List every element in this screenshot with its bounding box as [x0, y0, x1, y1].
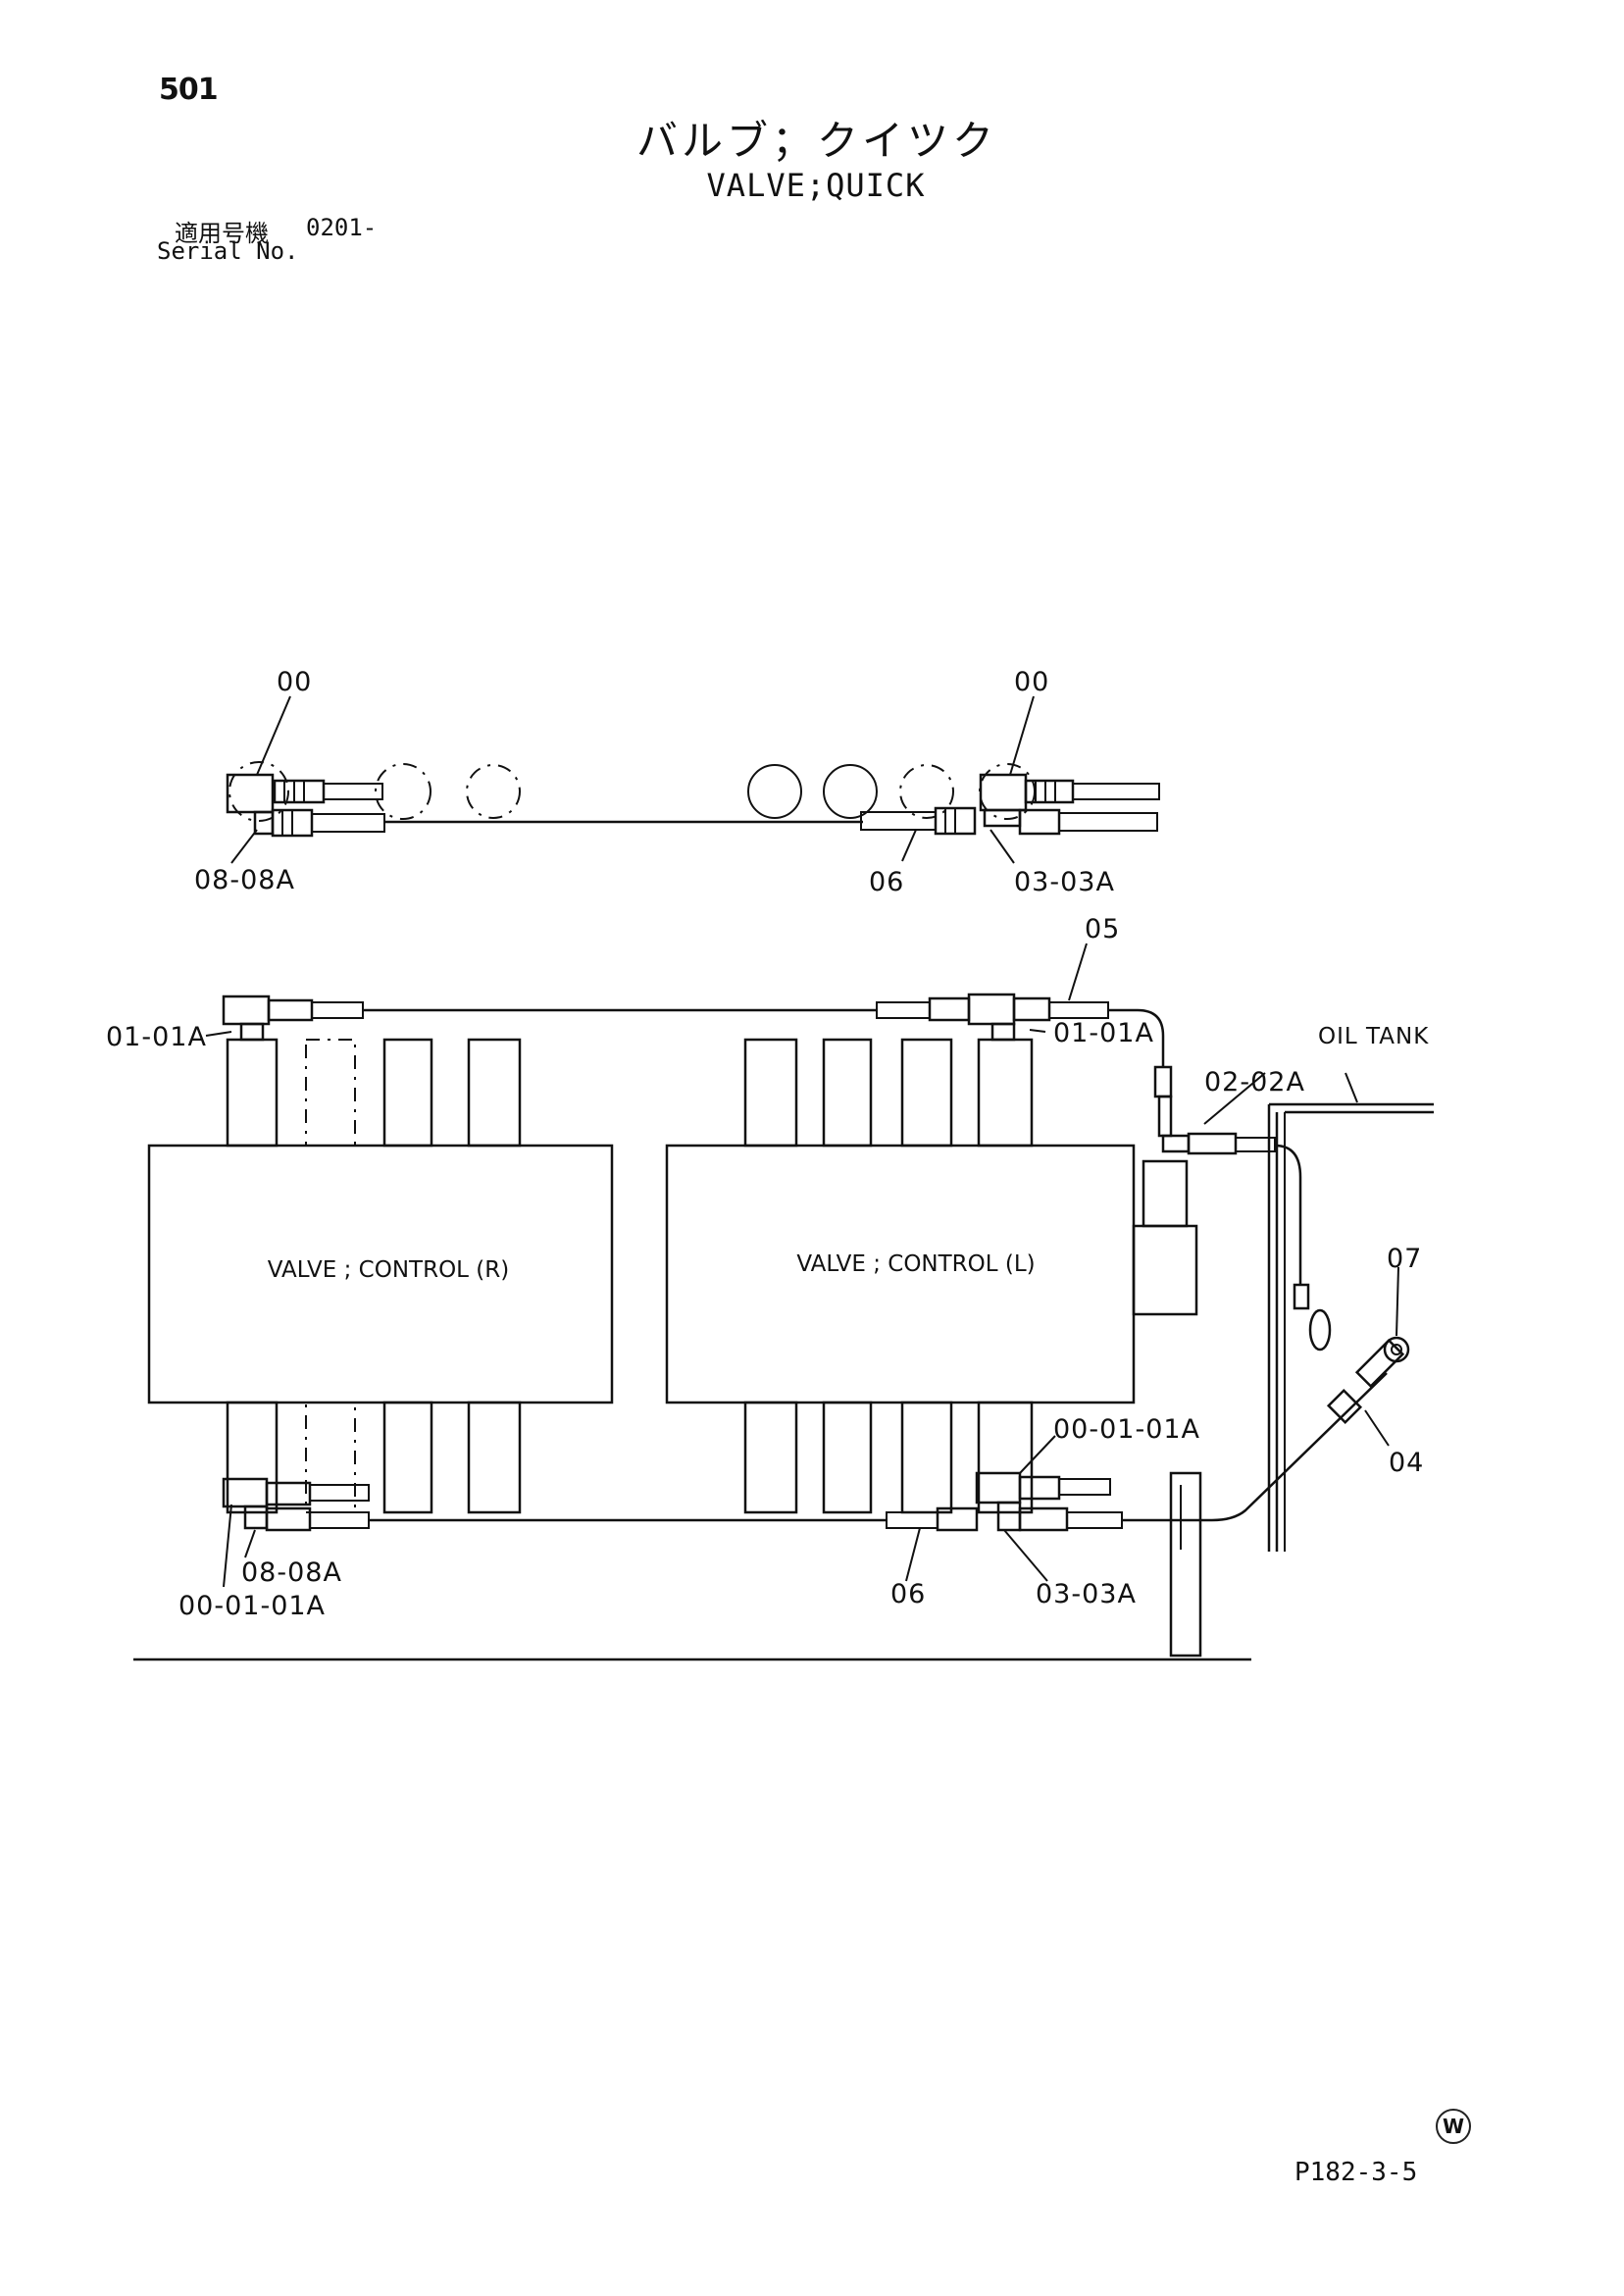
page-number: 501	[159, 73, 219, 107]
quick-valve-body	[222, 1477, 269, 1508]
callout-02-02a: 02-02A	[1204, 1067, 1305, 1097]
callout-00-01-01a: 00-01-01A	[1053, 1414, 1200, 1445]
spool-circle	[466, 764, 521, 819]
title-japanese: バルブ；クイツク	[635, 117, 997, 165]
serial-label-english: Serial No.	[157, 237, 299, 265]
callout-04: 04	[1389, 1448, 1424, 1478]
callout-00: 00	[1014, 667, 1049, 697]
callout-05: 05	[1085, 914, 1120, 944]
callout-01-01a: 01-01A	[1053, 1018, 1154, 1048]
control-valve-right	[147, 1144, 614, 1404]
callout-01-01a: 01-01A	[106, 1022, 207, 1052]
ring-terminal	[1383, 1336, 1410, 1363]
callout-08-08a: 08-08A	[194, 865, 295, 895]
spool-circle	[375, 763, 431, 820]
spool-circle	[899, 764, 954, 819]
quick-valve-body	[967, 993, 1016, 1026]
callout-06: 06	[890, 1579, 926, 1609]
oil-tank-label: OIL TANK	[1318, 1024, 1429, 1049]
side-view: VALVE ; CONTROL (R) VALVE ; CONTROL (L)	[106, 914, 1434, 1661]
hose-end	[1058, 812, 1158, 832]
valve-left-label: VALVE ; CONTROL (L)	[796, 1251, 1035, 1277]
spool-circle	[823, 764, 878, 819]
spool-circle	[228, 761, 289, 822]
callout-07: 07	[1387, 1244, 1422, 1274]
quick-valve-body	[975, 1471, 1022, 1505]
hose-sleeve	[311, 813, 385, 833]
solenoid-block	[1132, 1224, 1198, 1316]
tank-return-hose	[1274, 1144, 1302, 1285]
drawing-code: P182-3-5	[1294, 2158, 1418, 2187]
hose-end	[323, 783, 383, 800]
callout-03-03a: 03-03A	[1036, 1579, 1137, 1609]
quick-valve-body	[979, 773, 1028, 812]
callout-00-01-01a: 00-01-01A	[178, 1591, 326, 1621]
quick-coupler	[273, 779, 326, 804]
hose-end	[1072, 783, 1160, 800]
quick-valve-body	[222, 995, 271, 1026]
title-english: VALVE;QUICK	[706, 167, 926, 204]
spool-circle	[747, 764, 802, 819]
bracket	[1169, 1471, 1202, 1658]
drain-to-tank-hose	[1122, 1372, 1388, 1522]
callout-00: 00	[277, 667, 312, 697]
serial-label-japanese: 適用号機	[175, 220, 269, 247]
valve-right-label: VALVE ; CONTROL (R)	[268, 1257, 509, 1283]
hose-sleeve	[860, 811, 937, 831]
quick-valve-body	[226, 773, 275, 814]
callout-06: 06	[869, 867, 904, 897]
top-view: 00 00 08-08A 06 03-03A	[194, 667, 1160, 897]
fitting	[1018, 808, 1061, 836]
pilot-hose-bend	[1108, 1008, 1165, 1067]
callout-03-03a: 03-03A	[1014, 867, 1115, 897]
water-mark-symbol: W	[1436, 2109, 1471, 2144]
serial-value: 0201-	[306, 214, 378, 241]
callout-08-08a: 08-08A	[241, 1557, 342, 1588]
